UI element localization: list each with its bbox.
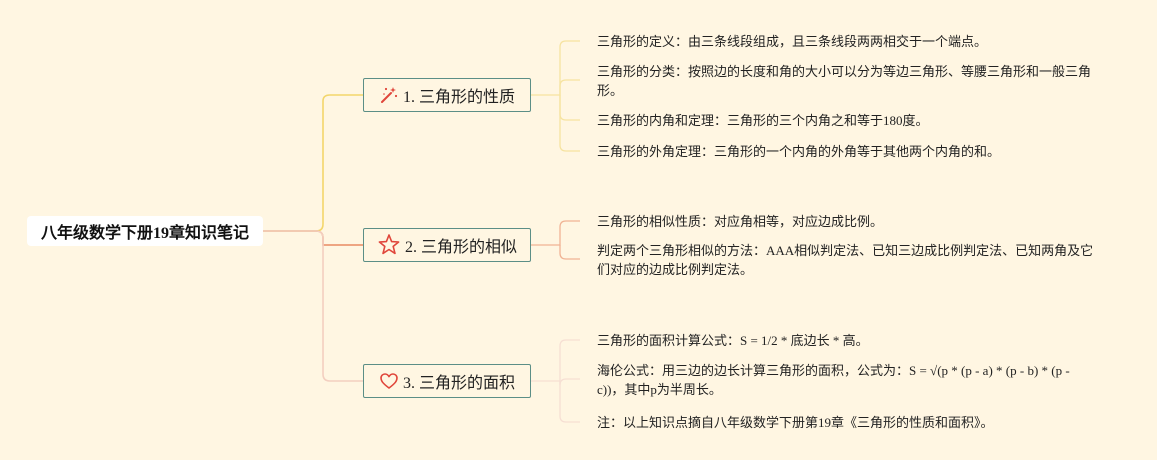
connector-root-branch-3: [263, 230, 363, 382]
connector-branch-3-leaf-1: [531, 339, 580, 382]
star-icon: [377, 233, 401, 257]
root-node[interactable]: 八年级数学下册19章知识笔记: [27, 216, 263, 246]
leaf-text: 海伦公式：用三边的边长计算三角形的面积，公式为：S = √(p * (p - a…: [597, 363, 1070, 397]
leaf-node[interactable]: 三角形的外角定理：三角形的一个内角的外角等于其他两个内角的和。: [597, 142, 1097, 161]
leaf-node[interactable]: 判定两个三角形相似的方法：AAA相似判定法、已知三边成比例判定法、已知两角及它们…: [597, 241, 1097, 279]
connector-root-branch-1: [263, 94, 363, 232]
leaf-node[interactable]: 海伦公式：用三边的边长计算三角形的面积，公式为：S = √(p * (p - a…: [597, 361, 1097, 399]
leaf-node[interactable]: 三角形的分类：按照边的长度和角的大小可以分为等边三角形、等腰三角形和一般三角形。: [597, 62, 1097, 100]
leaf-node[interactable]: 三角形的相似性质：对应角相等，对应边成比例。: [597, 212, 1097, 231]
connector-branch-1-leaf-4: [559, 95, 580, 152]
connector-branch-2-leaf-2: [559, 245, 580, 260]
leaf-node[interactable]: 三角形的内角和定理：三角形的三个内角之和等于180度。: [597, 111, 1097, 130]
branch-node-area[interactable]: 3. 三角形的面积: [363, 364, 531, 398]
leaf-text: 判定两个三角形相似的方法：AAA相似判定法、已知三边成比例判定法、已知两角及它们…: [597, 243, 1094, 277]
leaf-node[interactable]: 注：以上知识点摘自八年级数学下册第19章《三角形的性质和面积》。: [597, 413, 1097, 432]
leaf-node[interactable]: 三角形的定义：由三条线段组成，且三条线段两两相交于一个端点。: [597, 32, 1097, 51]
branch-label: 1. 三角形的性质: [402, 89, 515, 106]
connector-root-branch-2: [263, 230, 363, 246]
magic-wand-icon: [379, 85, 399, 105]
branch-node-properties[interactable]: 1. 三角形的性质: [363, 78, 531, 112]
leaf-text: 三角形的面积计算公式：S = 1/2 * 底边长 * 高。: [597, 333, 869, 348]
heart-icon: [379, 371, 399, 391]
leaf-text: 三角形的定义：由三条线段组成，且三条线段两两相交于一个端点。: [597, 34, 988, 49]
connector-branch-1-leaf-3: [559, 95, 580, 121]
leaf-text: 三角形的分类：按照边的长度和角的大小可以分为等边三角形、等腰三角形和一般三角形。: [597, 64, 1092, 98]
branch-label: 3. 三角形的面积: [402, 375, 515, 392]
leaf-node[interactable]: 三角形的面积计算公式：S = 1/2 * 底边长 * 高。: [597, 331, 1097, 350]
root-label: 八年级数学下册19章知识笔记: [40, 225, 249, 242]
connector-branch-3-leaf-2: [559, 378, 580, 386]
leaf-text: 注：以上知识点摘自八年级数学下册第19章《三角形的性质和面积》。: [597, 415, 994, 430]
connector-branch-3-leaf-3: [559, 381, 580, 423]
branch-node-similarity[interactable]: 2. 三角形的相似: [363, 228, 531, 262]
branch-label: 2. 三角形的相似: [404, 239, 517, 256]
leaf-text: 三角形的相似性质：对应角相等，对应边成比例。: [597, 214, 884, 229]
connector-branch-1-leaf-1: [531, 40, 580, 96]
connector-branch-1-leaf-2: [559, 79, 580, 95]
leaf-text: 三角形的外角定理：三角形的一个内角的外角等于其他两个内角的和。: [597, 144, 1001, 159]
connector-branch-2-leaf-1: [531, 220, 580, 246]
leaf-text: 三角形的内角和定理：三角形的三个内角之和等于180度。: [597, 113, 929, 128]
